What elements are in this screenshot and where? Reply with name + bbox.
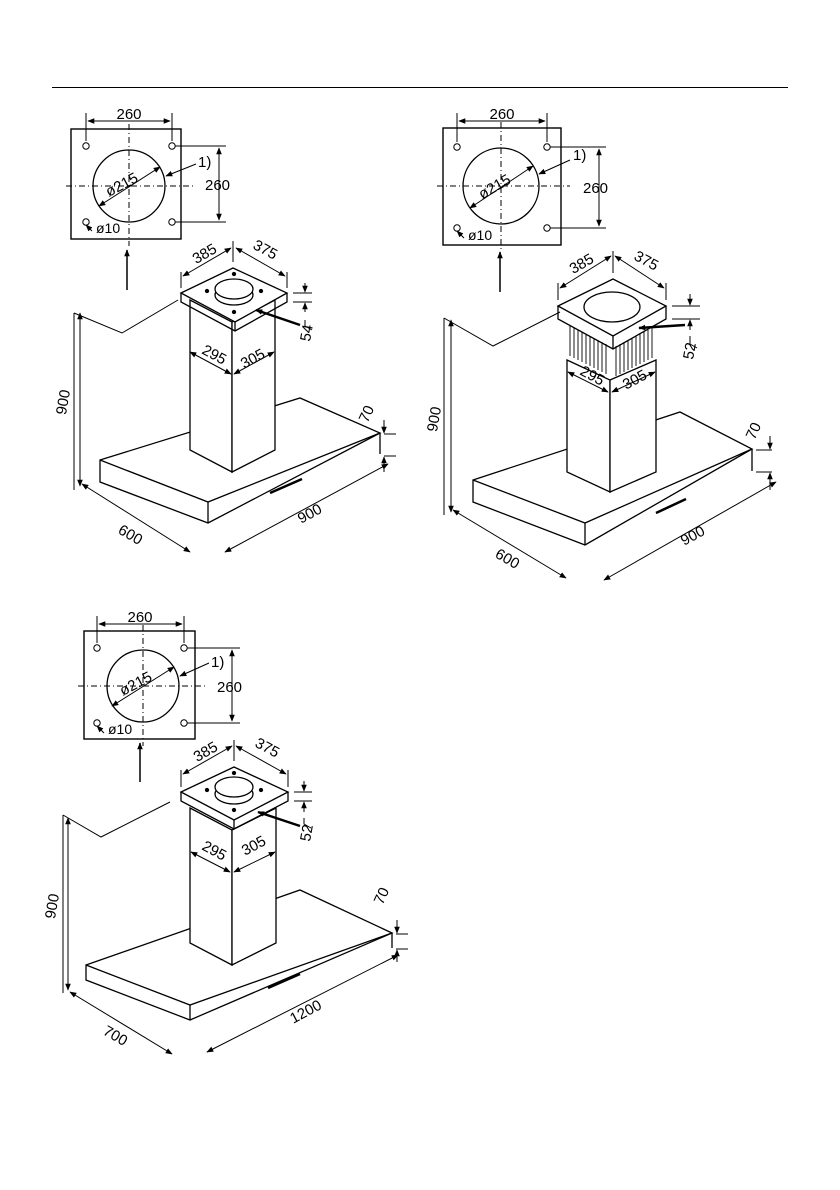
width-label: 900 (295, 501, 325, 528)
width-label: 900 (678, 523, 708, 550)
top-width-label: 375 (250, 237, 280, 264)
collar-height-label: 54 (297, 323, 317, 342)
plate-width-label: 260 (127, 609, 152, 626)
plate-width-label: 260 (116, 106, 141, 123)
canopy-height-label: 70 (371, 885, 393, 907)
top-depth-label: 385 (191, 738, 221, 765)
dimension-lines (62, 740, 408, 1055)
mounting-plate (78, 616, 240, 782)
height-label: 900 (42, 892, 63, 920)
hole-diameter-label: ø10 (96, 220, 120, 236)
width-label: 1200 (287, 997, 324, 1028)
chimney (556, 278, 668, 494)
collar-height-label: 52 (680, 341, 700, 360)
wall-line (73, 299, 179, 334)
hood-diagram-a: 260 260 ø215 ø10 1) 385 375 54 295 305 9… (53, 106, 396, 553)
chimney (179, 766, 290, 967)
top-depth-label: 385 (190, 240, 220, 267)
hood-diagram-b: 260 260 ø215 ø10 1) 385 375 52 295 305 9… (424, 106, 777, 581)
header-rule (52, 87, 788, 88)
height-label: 900 (53, 388, 74, 416)
footnote-label: 1) (573, 147, 586, 164)
dimension-lines (443, 251, 777, 581)
depth-label: 700 (100, 1022, 130, 1049)
plate-height-label: 260 (583, 180, 608, 197)
hole-diameter-label: ø10 (468, 227, 492, 243)
plate-width-label: 260 (489, 106, 514, 123)
wall-line (443, 311, 561, 347)
plate-height-label: 260 (217, 679, 242, 696)
hood-diagram-c: 260 260 ø215 ø10 1) 385 375 52 295 305 9… (42, 609, 408, 1055)
mounting-plate (437, 113, 606, 292)
footnote-label: 1) (211, 654, 224, 671)
canopy-height-label: 70 (356, 403, 378, 425)
hole-diameter-label: ø10 (108, 721, 132, 737)
mounting-plate (66, 113, 226, 290)
top-width-label: 375 (631, 248, 661, 275)
depth-label: 600 (115, 521, 145, 548)
vent-slats (569, 326, 653, 376)
dimension-lines (73, 241, 396, 553)
canopy-height-label: 70 (743, 420, 765, 442)
wall-line (62, 801, 171, 838)
top-depth-label: 385 (567, 250, 597, 277)
plate-height-label: 260 (205, 177, 230, 194)
collar-height-label: 52 (297, 823, 317, 842)
footnote-label: 1) (198, 154, 211, 171)
chimney (179, 267, 289, 474)
height-label: 900 (424, 405, 445, 433)
